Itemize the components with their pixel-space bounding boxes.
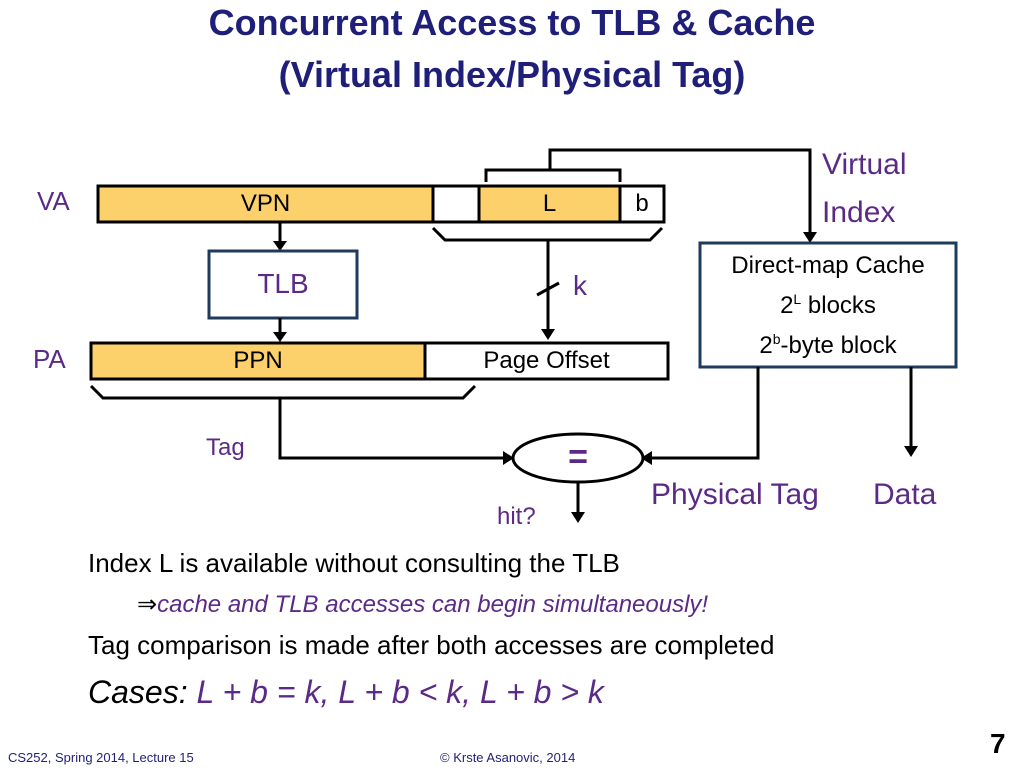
va-b-field (618, 184, 666, 224)
data-arrowhead (904, 446, 918, 457)
va-gap-field (431, 184, 481, 224)
ppn-brace (89, 384, 477, 400)
physical-tag-arrowhead (641, 451, 652, 465)
k-width-slash (536, 281, 560, 297)
data-label: Data (873, 478, 937, 511)
tlb-to-ppn-arrowhead (273, 332, 287, 342)
page-number: 7 (990, 728, 1006, 759)
hit-arrowhead (571, 512, 585, 523)
tag-arrowhead (503, 451, 514, 465)
footer-course: CS252, Spring 2014, Lecture 15 (8, 750, 194, 765)
tlb-box (207, 249, 359, 320)
comparator-symbol: = (568, 438, 588, 476)
note-line3: Tag comparison is made after both access… (88, 630, 775, 660)
tag-label: Tag (206, 434, 245, 461)
hit-label: hit? (497, 503, 536, 530)
vpn-to-tlb-arrowhead (273, 241, 287, 251)
virtual-index-label-line1: Virtual (822, 148, 907, 181)
slide-title-line1: Concurrent Access to TLB & Cache (208, 2, 816, 43)
va-vpn-field (96, 184, 435, 224)
virtual-index-label-line2: Index (822, 196, 896, 229)
cache-text-line3: 2b-byte block (759, 331, 897, 359)
k-arrowhead (541, 329, 555, 340)
physical-tag-wire (650, 367, 760, 460)
cache-text-line1: Direct-map Cache (731, 252, 925, 279)
cache-box (698, 241, 958, 369)
tag-wire (278, 398, 505, 460)
pa-offset-field (423, 341, 670, 381)
page-offset-label: Page Offset (483, 347, 610, 374)
virtual-index-arrowhead (803, 232, 817, 243)
b-field-label: b (635, 190, 649, 217)
cache-text-line2: 2L blocks (780, 291, 876, 319)
slide-title-line2: (Virtual Index/Physical Tag) (278, 54, 746, 95)
k-label: k (573, 270, 587, 301)
tlb-label: TLB (257, 268, 309, 299)
offset-brace (431, 226, 664, 242)
pa-label: PA (33, 344, 66, 374)
note-line2: ⇒cache and TLB accesses can begin simult… (137, 591, 709, 618)
l-brace (484, 168, 622, 182)
physical-tag-label: Physical Tag (651, 478, 819, 511)
virtual-index-wire (548, 148, 812, 236)
cases-line: Cases: L + b = k, L + b < k, L + b > k (88, 674, 604, 710)
footer-copyright: © Krste Asanovic, 2014 (440, 750, 576, 765)
ppn-label: PPN (233, 347, 283, 374)
l-field-label: L (542, 190, 557, 217)
note-line1: Index L is available without consulting … (88, 548, 620, 578)
vpn-label: VPN (240, 190, 291, 217)
va-label: VA (37, 186, 70, 216)
